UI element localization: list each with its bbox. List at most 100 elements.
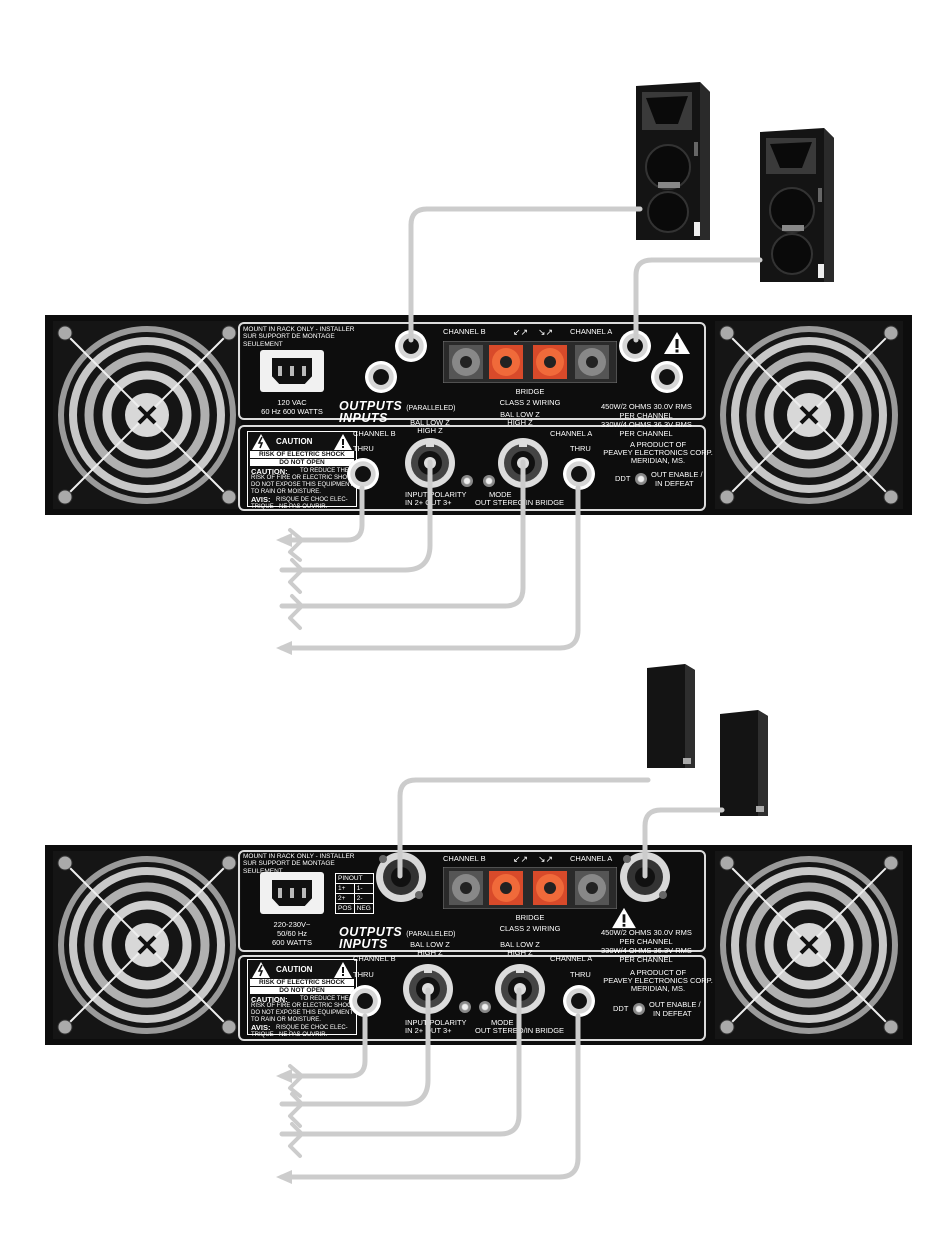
caution-triangle-icon [334,434,352,450]
caution-box-bottom: CAUTION RISK OF ELECTRIC SHOCK DO NOT OP… [247,959,357,1038]
thru-a-label-bottom: THRU [570,970,591,979]
bridge-label-bottom: BRIDGE [515,913,545,922]
pinout-cell: POS [335,903,355,914]
channel-b-input-label-bottom: CHANNEL B [353,954,396,963]
bal-low-z-a-bottom: BAL LOW Z [500,940,540,949]
caution-title: CAUTION [276,437,313,446]
power-rating-bottom-3: 600 WATTS [271,938,312,947]
product-line-3: MERIDIAN, MS. [630,456,686,465]
polarity-arrow-b-icon: ↙↗ [513,327,529,337]
bottom-plug-3 [288,1122,304,1158]
caution-label-bottom: CAUTION: [251,995,288,1004]
pinout-cell: 1+ [335,883,355,894]
high-z-b: HIGH Z [417,426,443,435]
avis-label: AVIS: [251,495,271,504]
top-amplifier-rear-panel: MOUNT IN RACK ONLY - INSTALLER SUR SUPPO… [45,315,912,515]
mode-switch-bottom[interactable] [479,1001,491,1013]
input-polarity-label-2: IN 2+ OUT 3+ [405,498,452,507]
binding-post-b-black [449,345,483,379]
top-plug-2 [288,558,304,594]
polarity-arrow-a-icon-bottom: ↘↗ [538,854,554,864]
shock-warning-icon-bottom [252,962,270,978]
high-z-b-bottom: HIGH Z [417,948,443,957]
polarity-switch[interactable] [461,475,473,487]
bal-low-z-b-bottom: BAL LOW Z [410,940,450,949]
mode-switch[interactable] [483,475,495,487]
caution-triangle-icon-bottom [334,962,352,978]
power-rating-2: 60 Hz 600 WATTS [261,407,323,416]
rating-line-bottom-1: 450W/2 OHMS 30.0V RMS [601,928,692,937]
speakon-output-a[interactable] [619,851,671,903]
top-output-jack-a-lower[interactable] [651,361,683,393]
binding-post-a-black-bottom [575,871,609,905]
bal-low-z-b: BAL LOW Z [410,418,450,427]
outputs-heading: OUTPUTS (PARALLELED) [339,399,456,413]
product-line-bottom-2: PEAVEY ELECTRONICS CORP. [603,976,713,985]
mount-notice-bottom: MOUNT IN RACK ONLY - INSTALLER SUR SUPPO… [243,853,355,875]
pinout-cell: 2+ [335,893,355,904]
ddt-label: DDT [615,474,631,483]
binding-post-a-red [533,345,567,379]
left-fan [53,321,241,509]
top-output-jack-a-upper[interactable] [619,330,651,362]
combo-input-a[interactable] [497,437,549,489]
rating-line-bottom-4: PER CHANNEL [619,955,673,964]
risk-line-bottom-2: DO NOT OPEN [250,987,354,994]
speakon-output-b[interactable] [375,851,427,903]
risk-line-bottom-1: RISK OF ELECTRIC SHOCK [250,979,354,986]
product-line-bottom-3: MERIDIAN, MS. [630,984,686,993]
thru-jack-b[interactable] [347,458,379,490]
polarity-arrow-b-icon-bottom: ↙↗ [513,854,529,864]
channel-b-output-label-bottom: CHANNEL B [443,854,486,863]
top-output-jack-b-upper[interactable] [395,330,427,362]
polarity-arrow-a-icon: ↘↗ [538,327,554,337]
top-arrow-thru-a [276,641,292,655]
bottom-arrow-thru-b [276,1069,292,1083]
avis-text-2: TRIQUE - NE PAS OUVRIR. [251,504,328,510]
rating-line-bottom-2: PER CHANNEL [619,937,673,946]
top-speaker-left [636,82,710,240]
risk-line-2: DO NOT OPEN [250,459,354,466]
thru-jack-a[interactable] [563,458,595,490]
right-fan [715,321,903,509]
ddt-out-label-1: OUT ENABLE / [651,470,703,479]
left-fan-bottom [53,851,241,1039]
pinout-cell: NEG [353,903,374,914]
caution-text-bottom-1: TO REDUCE THE [300,996,349,1002]
thru-jack-a-bottom[interactable] [563,985,595,1017]
binding-post-b-red-bottom [489,871,523,905]
caution-text-bottom-3: DO NOT EXPOSE THIS EQUIPMENT [251,1010,354,1016]
top-output-jack-b-lower[interactable] [365,361,397,393]
thru-jack-b-bottom[interactable] [349,985,381,1017]
ddt-out-label-bottom-1: OUT ENABLE / [649,1000,701,1009]
ddt-switch[interactable] [635,473,647,485]
combo-input-b-bottom[interactable] [402,963,454,1015]
combo-input-b[interactable] [404,437,456,489]
bottom-plug-2 [288,1092,304,1128]
power-inlet-bottom [260,872,324,914]
bottom-plug-1 [288,1064,304,1098]
binding-post-b-red [489,345,523,379]
polarity-switch-bottom[interactable] [459,1001,471,1013]
thru-b-label-bottom: THRU [353,970,374,979]
rating-line-1: 450W/2 OHMS 30.0V RMS [601,402,692,411]
thru-a-label: THRU [570,444,591,453]
caution-box: CAUTION RISK OF ELECTRIC SHOCK DO NOT OP… [247,431,357,510]
avis-text-bottom-1: RISQUE DE CHOC ELEC- [276,1025,348,1031]
avis-text-bottom-2: TRIQUE - NE PAS OUVRIR. [251,1032,328,1038]
ddt-switch-bottom[interactable] [633,1003,645,1015]
power-rating-1: 120 VAC [277,398,307,407]
input-polarity-label-bottom-2: IN 2+ OUT 3+ [405,1026,452,1035]
combo-input-a-bottom[interactable] [494,963,546,1015]
pinout-cell: 2- [353,893,374,904]
product-line-2: PEAVEY ELECTRONICS CORP. [603,448,713,457]
pinout-title: PINOUT [335,873,374,884]
mount-notice: MOUNT IN RACK ONLY - INSTALLER SUR SUPPO… [243,326,355,348]
outputs-heading-bottom: OUTPUTS (PARALLELED) [339,925,456,939]
rating-line-3: 330W/4 OHMS 36.3V RMS [601,420,692,429]
ddt-out-label-2: IN DEFEAT [655,479,694,488]
top-arrow-thru-b [276,533,292,547]
high-z-a-bottom: HIGH Z [507,948,533,957]
caution-text-1: TO REDUCE THE [300,468,349,474]
